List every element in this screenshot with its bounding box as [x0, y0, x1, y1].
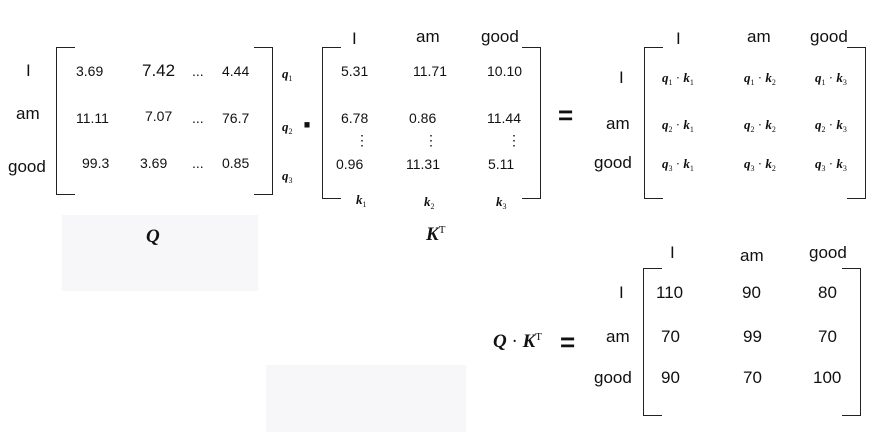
kt-col-vector-1: k1 — [356, 192, 367, 209]
product-cell: q3 · k3 — [815, 156, 847, 173]
kt-cell: 10.10 — [487, 63, 523, 79]
product-row-label-2: am — [606, 114, 630, 133]
result-cell: 99 — [743, 327, 762, 346]
result-cell: 70 — [661, 327, 680, 346]
equals-sign-bottom: = — [560, 327, 576, 357]
kt-cell: 11.31 — [406, 156, 440, 172]
q-row-label-2: am — [16, 104, 40, 123]
product-cell: q2 · k2 — [744, 117, 776, 134]
kt-cell: 0.86 — [409, 110, 437, 126]
kt-matrix-symbol: KT — [426, 224, 446, 245]
multiply-dot: · — [302, 104, 314, 145]
result-cell: 100 — [813, 368, 842, 387]
q-row-vector-3: q3 — [282, 168, 293, 185]
background-panel-bottom — [266, 365, 466, 432]
result-cell: 80 — [818, 283, 837, 302]
product-cell: q1 · k3 — [815, 70, 847, 87]
result-cell: 90 — [661, 368, 680, 387]
equals-sign-top: = — [558, 100, 574, 130]
result-cell: 70 — [743, 368, 762, 387]
product-cell: q2 · k1 — [662, 117, 694, 134]
product-cell: q1 · k2 — [744, 70, 776, 87]
kt-cell: 11.71 — [413, 63, 447, 79]
product-row-label-1: I — [619, 68, 624, 87]
result-col-label-3: good — [809, 243, 847, 262]
q-ellipsis: ... — [192, 155, 204, 171]
q-cell: 76.7 — [222, 110, 250, 126]
kt-cell: 6.78 — [341, 110, 369, 126]
kt-vdots: ⋮ — [424, 132, 438, 148]
q-cell: 7.42 — [142, 61, 176, 80]
q-left-bracket — [56, 47, 75, 195]
q-cell: 3.69 — [140, 155, 168, 171]
result-lhs-expression: Q · KT — [493, 331, 542, 352]
q-row-vector-2: q2 — [282, 119, 293, 136]
q-ellipsis: ... — [192, 110, 204, 126]
q-row-label-1: I — [26, 61, 31, 80]
product-cell: q3 · k1 — [662, 156, 694, 173]
q-right-bracket — [254, 47, 273, 195]
product-col-label-3: good — [810, 27, 848, 46]
result-cell: 70 — [818, 327, 837, 346]
result-cell: 90 — [742, 283, 761, 302]
kt-vdots: ⋮ — [355, 132, 369, 148]
q-cell: 0.85 — [222, 155, 250, 171]
kt-cell: 11.44 — [487, 110, 521, 126]
result-right-bracket — [842, 268, 861, 416]
result-left-bracket — [643, 268, 662, 416]
result-row-label-2: am — [606, 327, 630, 346]
kt-cell: 0.96 — [336, 156, 364, 172]
q-matrix-symbol: Q — [146, 226, 160, 247]
kt-right-bracket — [522, 47, 541, 199]
q-cell: 4.44 — [222, 63, 250, 79]
q-cell: 7.07 — [145, 108, 173, 124]
product-col-label-2: am — [747, 27, 771, 46]
product-cell: q2 · k3 — [815, 117, 847, 134]
kt-col-label-1: I — [352, 29, 357, 48]
product-col-label-1: I — [676, 29, 681, 48]
result-row-label-1: I — [619, 283, 624, 302]
kt-vdots: ⋮ — [507, 132, 521, 148]
product-cell: q1 · k1 — [662, 70, 694, 87]
q-cell: 99.3 — [82, 155, 110, 171]
product-right-bracket — [847, 47, 866, 199]
kt-col-label-3: good — [481, 27, 519, 46]
result-col-label-2: am — [740, 246, 764, 265]
kt-cell: 5.11 — [488, 156, 515, 172]
q-cell: 3.69 — [76, 63, 104, 79]
q-ellipsis: ... — [192, 63, 204, 79]
result-col-label-1: I — [670, 243, 675, 262]
q-row-label-3: good — [8, 157, 46, 176]
kt-col-vector-2: k2 — [424, 194, 435, 211]
q-cell: 11.11 — [76, 110, 109, 126]
product-row-label-3: good — [594, 153, 632, 172]
product-left-bracket — [644, 47, 663, 199]
background-panel-left — [62, 215, 258, 291]
result-row-label-3: good — [594, 368, 632, 387]
q-row-vector-1: q1 — [282, 66, 293, 83]
result-cell: 110 — [656, 283, 684, 302]
kt-left-bracket — [322, 47, 341, 199]
kt-cell: 5.31 — [341, 63, 369, 79]
kt-col-label-2: am — [416, 27, 440, 46]
product-cell: q3 · k2 — [744, 156, 776, 173]
kt-col-vector-3: k3 — [496, 194, 507, 211]
